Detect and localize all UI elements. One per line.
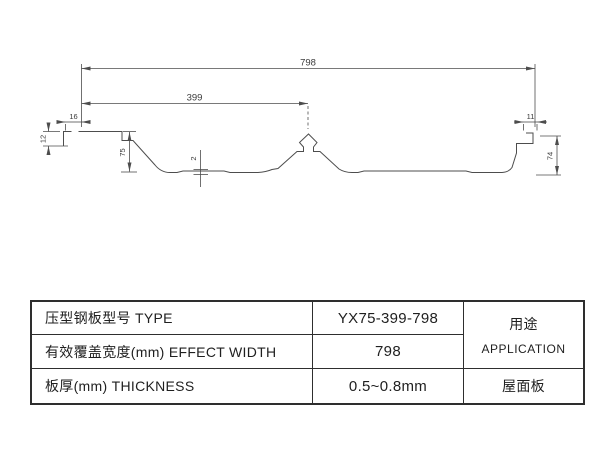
dim-right-edge-height-label: 74 bbox=[546, 152, 555, 160]
panel-profile-outline bbox=[63, 131, 534, 173]
dimension-lines bbox=[46, 66, 559, 187]
spec-row-type-value: YX75-399-798 bbox=[313, 302, 464, 335]
dim-overall-width-label: 798 bbox=[300, 58, 316, 69]
dim-stiffener-depth-label: 2 bbox=[189, 156, 198, 160]
usage-header-en: APPLICATION bbox=[481, 342, 566, 356]
spec-row-type-label: 压型钢板型号 TYPE bbox=[32, 302, 313, 335]
spec-table: 压型钢板型号 TYPE YX75-399-798 用途 APPLICATION … bbox=[30, 300, 585, 405]
dim-left-lip-height-label: 12 bbox=[39, 135, 48, 143]
dim-right-lip-width-label: 11 bbox=[527, 112, 535, 121]
spec-row-thickness-value: 0.5~0.8mm bbox=[313, 369, 464, 403]
spec-row-width-value: 798 bbox=[313, 335, 464, 369]
usage-header-cell: 用途 APPLICATION bbox=[464, 302, 583, 369]
usage-value-cell: 屋面板 bbox=[502, 378, 545, 394]
spec-row-thickness-label: 板厚(mm) THICKNESS bbox=[32, 369, 313, 403]
profile-drawing: 798 399 16 12 75 2 11 74 bbox=[39, 58, 561, 187]
dim-left-lip-width-label: 16 bbox=[69, 112, 77, 121]
extension-lines bbox=[43, 64, 561, 176]
dim-rib-height-label: 75 bbox=[118, 148, 127, 156]
dim-half-width-label: 399 bbox=[187, 93, 203, 104]
panel-profile-svg: 798 399 16 12 75 2 11 74 bbox=[39, 58, 561, 187]
usage-header-cn: 用途 bbox=[509, 316, 538, 332]
spec-row-width-label: 有效覆盖宽度(mm) EFFECT WIDTH bbox=[32, 335, 313, 369]
